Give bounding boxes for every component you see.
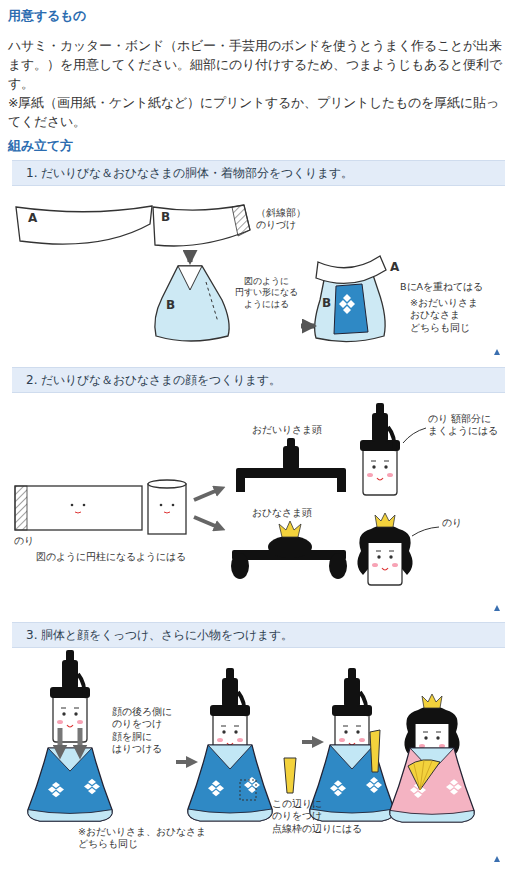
- node-text: B: [161, 210, 170, 225]
- node-note: 図のように 円すい形になる ようにはる: [234, 276, 298, 310]
- node-text: 2. だいりびな＆おひなさまの顔をつくります。: [26, 373, 281, 388]
- paper-part: A: [14, 204, 152, 254]
- glue-note: のり 額部分に まくようにはる: [428, 413, 508, 438]
- node-text: 3. 胴体と顔をくっつけ、さらに小物をつけます。: [26, 628, 293, 643]
- body-text: ハサミ・カッター・ボンド（ホビー・手芸用のボンドを使うとうまく作ることが出来ます…: [8, 36, 505, 93]
- paper-part: B: [152, 204, 252, 250]
- instruction-note: この辺りに のりをつけ 点線枠の辺りにはる: [272, 798, 366, 835]
- assembled-body: BA: [314, 252, 404, 342]
- node-text: B: [322, 296, 331, 311]
- part-name: おひなさま頭: [252, 506, 312, 519]
- instruction-note: ※おだいりさま おひなさま どちらも同じ: [410, 297, 484, 334]
- step-band: 2. だいりびな＆おひなさまの顔をつくります。: [12, 367, 505, 393]
- glue-note: のり: [442, 517, 462, 529]
- instruction-note: 図のように円柱になるようにはる: [36, 551, 186, 563]
- step-band: 1. だいりびな＆おひなさまの胴体・着物部分をつくります。: [12, 160, 505, 186]
- node-note: A: [390, 260, 399, 275]
- cone-step: B 図のように 円すい形になる ようにはる: [148, 262, 301, 342]
- step-band: 3. 胴体と顔をくっつけ、さらに小物をつけます。: [12, 622, 505, 648]
- section-heading: 用意するもの: [8, 8, 86, 25]
- step-arrow: [301, 324, 314, 329]
- instruction-note: 顔の後ろ側に のりをつけ 顔を胴に はりつける: [112, 706, 180, 755]
- note-text: ※厚紙（画用紙・ケント紙など）にプリントするか、プリントしたものを厚紙に貼ってく…: [8, 93, 505, 131]
- section-heading: 組み立て方: [8, 138, 73, 155]
- instruction-note: BにAを重ねてはる: [400, 281, 483, 293]
- glue-note: （斜線部） のりづけ: [256, 207, 316, 232]
- glue-note: のり: [14, 535, 34, 547]
- node-text: 1. だいりびな＆おひなさまの胴体・着物部分をつくります。: [26, 166, 353, 181]
- node-text: B: [166, 298, 175, 313]
- node-text: A: [28, 211, 37, 226]
- instruction-note: ※おだいりさま、おひなさま どちらも同じ: [78, 826, 228, 851]
- part-name: おだいりさま頭: [252, 423, 322, 436]
- step-arrow: [188, 250, 193, 262]
